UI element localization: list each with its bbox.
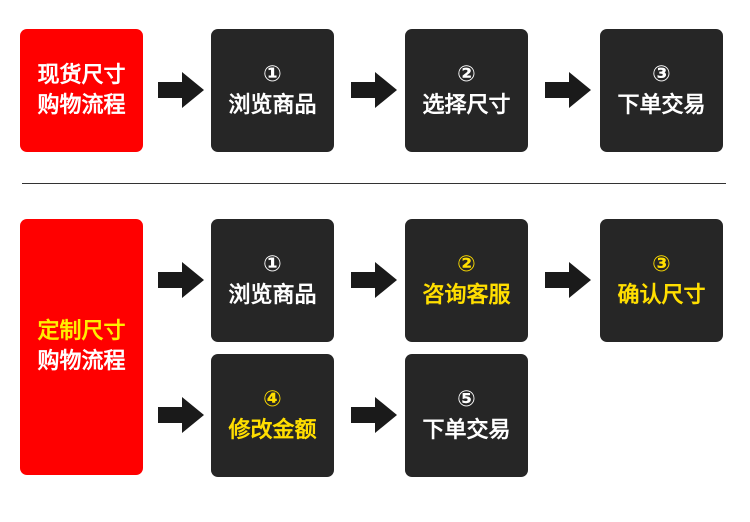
step-text: 浏览商品 xyxy=(228,92,317,118)
step-number: ③ xyxy=(652,251,671,277)
custom-step-4: ④ 修改金额 xyxy=(211,354,334,477)
custom-step-1: ① 浏览商品 xyxy=(211,219,334,342)
section-divider xyxy=(22,183,726,184)
step-text: 下单交易 xyxy=(422,417,511,443)
step-text: 浏览商品 xyxy=(228,282,317,308)
step-text: 选择尺寸 xyxy=(422,92,511,118)
step-number: ④ xyxy=(263,386,282,412)
arrow-right-icon xyxy=(545,262,591,298)
step-number: ② xyxy=(457,251,476,277)
stock-step-2: ② 选择尺寸 xyxy=(405,29,528,152)
step-text: 确认尺寸 xyxy=(617,282,706,308)
step-number: ① xyxy=(263,61,282,87)
custom-flow-label-line2: 购物流程 xyxy=(37,349,126,374)
step-text: 下单交易 xyxy=(617,92,706,118)
arrow-right-icon xyxy=(545,72,591,108)
arrow-right-icon xyxy=(351,397,397,433)
stock-flow-label-line1: 现货尺寸 xyxy=(37,62,126,88)
custom-flow-label-line1: 定制尺寸 xyxy=(37,319,126,344)
custom-step-3: ③ 确认尺寸 xyxy=(600,219,723,342)
step-text: 咨询客服 xyxy=(422,282,511,308)
step-text: 修改金额 xyxy=(228,417,317,443)
stock-flow-label: 现货尺寸 购物流程 xyxy=(20,29,143,152)
step-number: ⑤ xyxy=(457,386,476,412)
step-number: ① xyxy=(263,251,282,277)
arrow-right-icon xyxy=(158,397,204,433)
stock-step-1: ① 浏览商品 xyxy=(211,29,334,152)
arrow-right-icon xyxy=(351,72,397,108)
arrow-right-icon xyxy=(158,262,204,298)
step-number: ③ xyxy=(652,61,671,87)
stock-flow-label-line2: 购物流程 xyxy=(37,92,126,118)
custom-step-2: ② 咨询客服 xyxy=(405,219,528,342)
custom-flow-label: 定制尺寸 购物流程 xyxy=(20,219,143,475)
custom-step-5: ⑤ 下单交易 xyxy=(405,354,528,477)
stock-step-3: ③ 下单交易 xyxy=(600,29,723,152)
step-number: ② xyxy=(457,61,476,87)
arrow-right-icon xyxy=(158,72,204,108)
arrow-right-icon xyxy=(351,262,397,298)
